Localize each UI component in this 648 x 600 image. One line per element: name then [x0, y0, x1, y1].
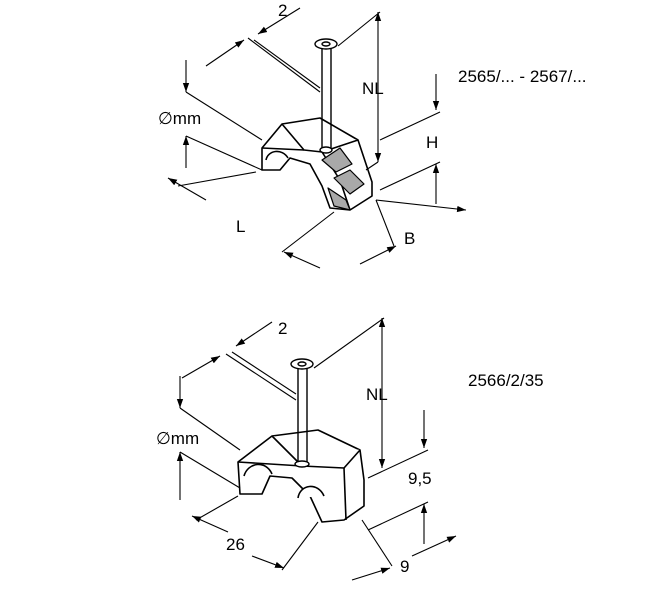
bottom-dim-width: 9: [351, 519, 457, 581]
top-dim-nail-width: 2: [205, 1, 381, 93]
top-nail-length-label: NL: [362, 79, 384, 98]
bottom-nail-width-label: 2: [278, 319, 287, 338]
top-dim-diameter: ∅mm: [158, 60, 263, 171]
top-nail: [314, 38, 338, 154]
bottom-width-label: 9: [400, 557, 409, 576]
top-height-label: H: [426, 133, 438, 152]
bottom-length-label: 26: [226, 535, 245, 554]
bottom-nail-length-label: NL: [366, 385, 388, 404]
bottom-clip-drawing: 2 NL 9,5 ∅mm 26: [156, 317, 544, 581]
top-width-label: B: [404, 229, 415, 248]
top-clip-body: [261, 117, 373, 211]
top-dim-width: B: [281, 199, 467, 269]
bottom-height-label: 9,5: [408, 469, 432, 488]
top-dim-length: L: [167, 171, 257, 236]
top-clip-drawing: 2 NL H ∅mm L: [158, 1, 587, 269]
top-diameter-label: ∅mm: [158, 109, 201, 128]
bottom-diameter-label: ∅mm: [156, 429, 199, 448]
top-dim-nail-length: NL: [362, 12, 384, 171]
bottom-product-code: 2566/2/35: [468, 371, 544, 390]
bottom-clip-body: [237, 429, 365, 523]
top-product-code: 2565/... - 2567/...: [458, 67, 587, 86]
top-dim-height: H: [379, 74, 441, 204]
bottom-nail: [290, 358, 314, 468]
bottom-dim-height: 9,5: [367, 410, 432, 544]
bottom-dim-nail-width: 2: [181, 317, 385, 401]
bottom-dim-diameter: ∅mm: [156, 376, 241, 500]
top-nail-width-label: 2: [278, 1, 287, 20]
top-length-label: L: [236, 217, 245, 236]
bottom-dim-nail-length: NL: [366, 318, 388, 468]
bottom-dim-length: 26: [191, 495, 319, 571]
